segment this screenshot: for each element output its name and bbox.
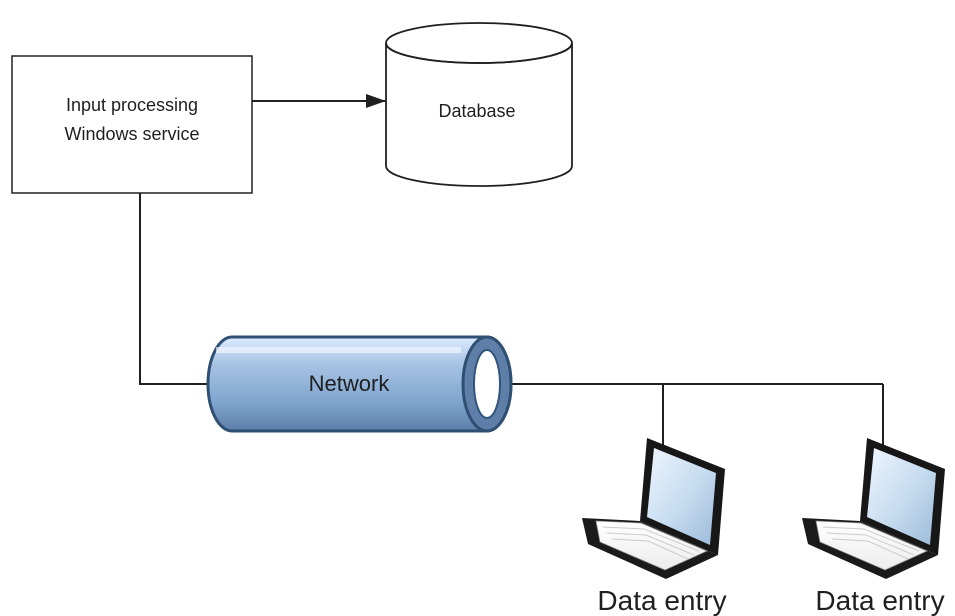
service-label-line-2: Windows service [64, 124, 199, 144]
arrowhead-icon [366, 94, 386, 108]
database-label: Database [438, 101, 515, 121]
network-label: Network [309, 371, 391, 396]
laptop-icon [582, 438, 725, 579]
service-label-line-1: Input processing [66, 95, 198, 115]
data-entry-label-1: Data entry [597, 585, 726, 616]
laptop-icon [802, 438, 945, 579]
service-to-network-connector [139, 193, 210, 385]
input-processing-service-box [11, 55, 253, 194]
data-entry-label-2: Data entry [815, 585, 944, 616]
database-icon [385, 22, 573, 187]
network-pipe-icon [206, 335, 513, 433]
